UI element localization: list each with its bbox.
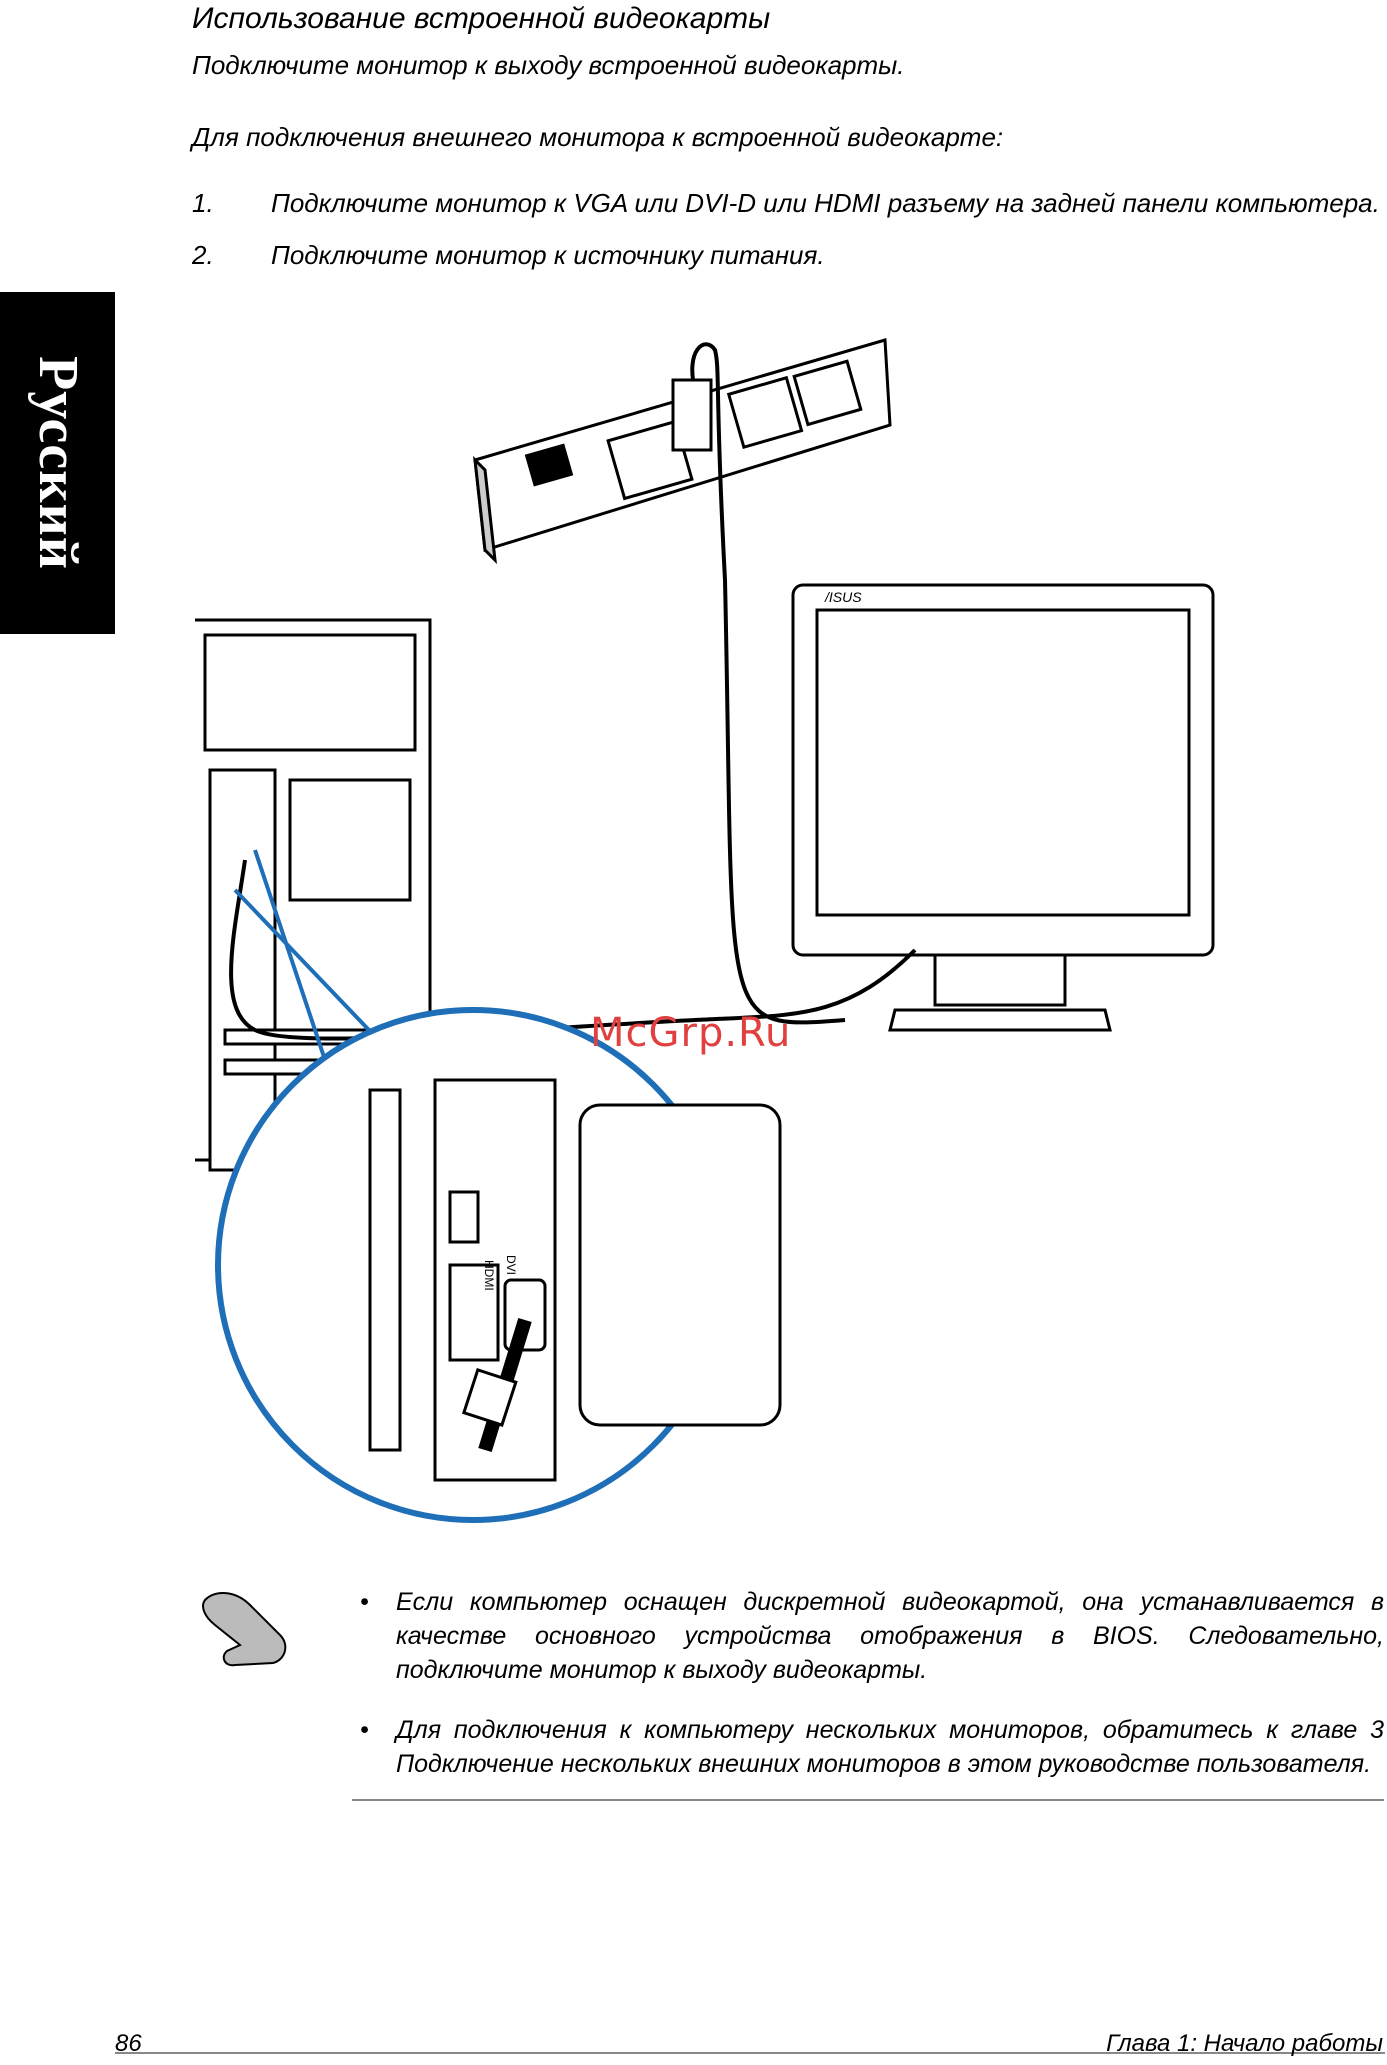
step-text-2: Подключите монитор к источнику питания. — [271, 240, 825, 270]
note-box: • Если компьютер оснащен дискретной виде… — [352, 1585, 1384, 1801]
zoom-hdmi-label: HDMI — [482, 1260, 496, 1291]
intro-text: Подключите монитор к выходу встроенной в… — [192, 50, 905, 80]
section-heading: Использование встроенной видеокарты — [192, 2, 771, 35]
note-item: • Для подключения к компьютеру нескольки… — [352, 1713, 1384, 1781]
note-bullet: • — [360, 1588, 369, 1616]
monitor-brand-text: /ISUS — [824, 589, 862, 605]
note-item: • Если компьютер оснащен дискретной виде… — [352, 1585, 1384, 1687]
watermark: McGrp.Ru — [590, 1010, 792, 1056]
language-side-tab: Русский — [0, 292, 115, 634]
power-cord — [690, 342, 846, 1025]
zoom-detail — [215, 849, 782, 1523]
connection-illustration: /ISUS HDMI DVI — [195, 338, 1215, 1523]
step-number-1: 1. — [192, 188, 214, 218]
language-label: Русский — [26, 356, 89, 570]
step-number-2: 2. — [192, 240, 214, 270]
chapter-label: Глава 1: Начало работы — [1106, 2030, 1383, 2057]
monitor — [791, 583, 1215, 1032]
note-bullet: • — [360, 1716, 369, 1744]
note-text: Если компьютер оснащен дискретной видеок… — [396, 1588, 1384, 1684]
power-plug — [671, 378, 713, 452]
step-text-1: Подключите монитор к VGA или DVI-D или H… — [271, 188, 1380, 218]
page-number: 86 — [115, 2030, 142, 2057]
footer-divider — [115, 2052, 1385, 2054]
zoom-dvi-label: DVI — [504, 1255, 518, 1275]
note-text: Для подключения к компьютеру нескольких … — [396, 1716, 1384, 1778]
hand-note-icon — [202, 1592, 287, 1667]
instruction-text: Для подключения внешнего монитора к встр… — [192, 122, 1004, 152]
